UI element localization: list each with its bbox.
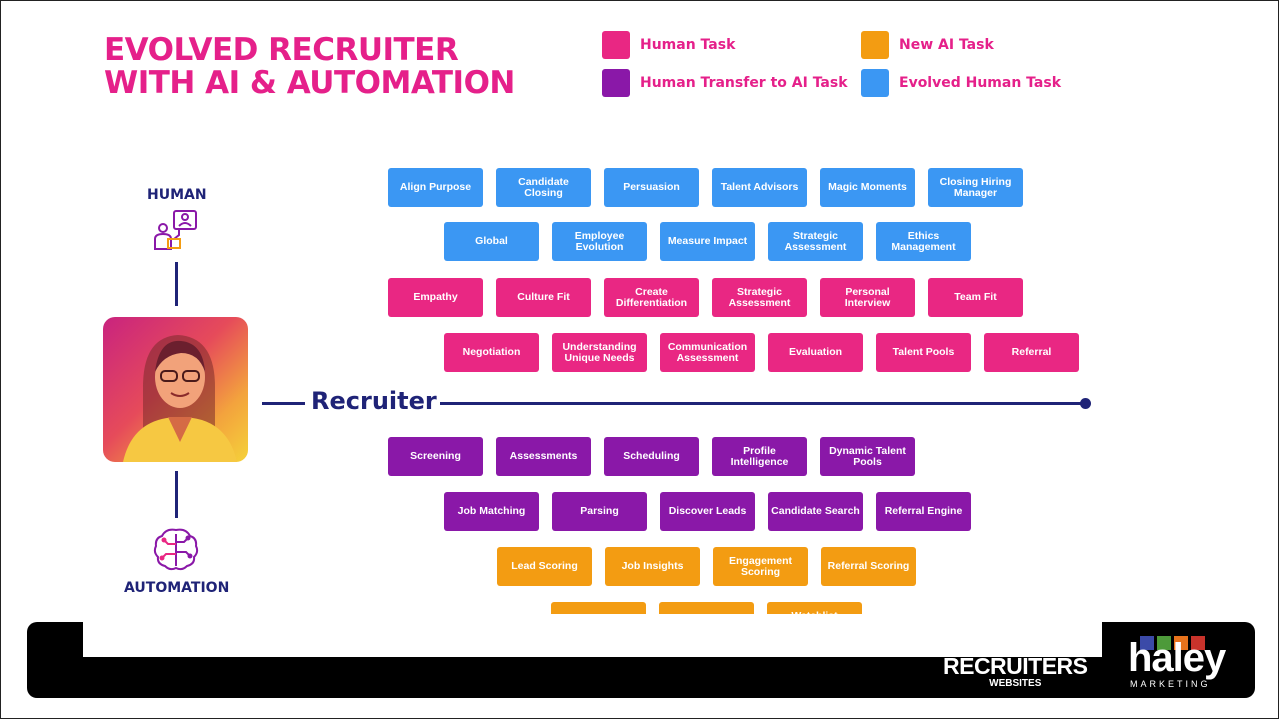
websites-logo-text: WEBSITES: [989, 678, 1042, 689]
task-human-personal-interview: Personal Interview: [820, 278, 915, 317]
legend-swatch-human-transfer: [602, 69, 630, 97]
task-transfer-discover-leads: Discover Leads: [660, 492, 755, 531]
recruiter-axis-right: [440, 402, 1086, 405]
task-evolved-strategic-assessment: Strategic Assessment: [768, 222, 863, 261]
haley-logo-word: haley: [1128, 636, 1226, 680]
human-label: HUMAN: [147, 187, 207, 203]
legend-swatch-evolved-human-task: [861, 69, 889, 97]
task-evolved-measure-impact: Measure Impact: [660, 222, 755, 261]
haley-logo-square-3: [1174, 636, 1188, 650]
automation-connector-line: [175, 471, 178, 518]
slide-title: EVOLVED RECRUITER WITH AI & AUTOMATION: [104, 34, 515, 100]
task-evolved-employee-evolution: Employee Evolution: [552, 222, 647, 261]
task-ai-referral-scoring: Referral Scoring: [821, 547, 916, 586]
legend-swatch-new-ai-task: [861, 31, 889, 59]
recruiter-portrait-image: [123, 335, 237, 462]
task-transfer-referral-engine: Referral Engine: [876, 492, 971, 531]
task-transfer-screening: Screening: [388, 437, 483, 476]
task-human-create-differentiation: Create Differentiation: [604, 278, 699, 317]
task-evolved-align-purpose: Align Purpose: [388, 168, 483, 207]
recruiter-photo: [103, 317, 248, 462]
task-human-referral: Referral: [984, 333, 1079, 372]
task-human-understanding-unique-needs: Understanding Unique Needs: [552, 333, 647, 372]
task-evolved-global: Global: [444, 222, 539, 261]
task-transfer-dynamic-talent-pools: Dynamic Talent Pools: [820, 437, 915, 476]
recruiter-label: Recruiter: [311, 387, 437, 415]
task-evolved-ethics-management: Ethics Management: [876, 222, 971, 261]
task-human-empathy: Empathy: [388, 278, 483, 317]
task-transfer-parsing: Parsing: [552, 492, 647, 531]
recruiters-logo-text: RECRUITERS: [943, 653, 1088, 679]
recruiter-axis-end-dot: [1080, 398, 1091, 409]
haley-logo-square-2: [1157, 636, 1171, 650]
human-connector-line: [175, 262, 178, 306]
human-at-computer-icon: [154, 210, 197, 250]
task-human-evaluation: Evaluation: [768, 333, 863, 372]
legend-label-new-ai-task: New AI Task: [899, 37, 994, 53]
task-transfer-job-matching: Job Matching: [444, 492, 539, 531]
automation-brain-circuit-icon: [153, 528, 199, 571]
task-ai-lead-scoring: Lead Scoring: [497, 547, 592, 586]
automation-label: AUTOMATION: [124, 580, 230, 596]
task-ai-engagement-scoring: Engagement Scoring: [713, 547, 808, 586]
task-transfer-scheduling: Scheduling: [604, 437, 699, 476]
legend-label-evolved-human-task: Evolved Human Task: [899, 75, 1062, 91]
title-line-1: EVOLVED RECRUITER: [104, 32, 459, 68]
legend-label-human-task: Human Task: [640, 37, 736, 53]
haley-logo-square-4: [1191, 636, 1205, 650]
task-human-communication-assessment: Communication Assessment: [660, 333, 755, 372]
title-line-2: WITH AI & AUTOMATION: [104, 65, 515, 101]
legend-swatch-human-task: [602, 31, 630, 59]
recruiters-websites-logo: RECRUITERS WEBSITES: [943, 654, 1088, 690]
haley-logo-square-1: [1140, 636, 1154, 650]
task-transfer-candidate-search: Candidate Search: [768, 492, 863, 531]
haley-logo-tagline: MARKETING: [1130, 679, 1211, 689]
task-evolved-talent-advisors: Talent Advisors: [712, 168, 807, 207]
task-evolved-magic-moments: Magic Moments: [820, 168, 915, 207]
task-evolved-candidate-closing: Candidate Closing: [496, 168, 591, 207]
task-human-culture-fit: Culture Fit: [496, 278, 591, 317]
task-evolved-closing-hiring-manager: Closing Hiring Manager: [928, 168, 1023, 207]
recruiter-axis-left: [262, 402, 305, 405]
task-evolved-persuasion: Persuasion: [604, 168, 699, 207]
task-ai-job-insights: Job Insights: [605, 547, 700, 586]
task-human-talent-pools: Talent Pools: [876, 333, 971, 372]
footer-notch: [83, 614, 1102, 657]
legend-label-human-transfer: Human Transfer to AI Task: [640, 75, 848, 91]
task-human-negotiation: Negotiation: [444, 333, 539, 372]
task-human-strategic-assessment: Strategic Assessment: [712, 278, 807, 317]
task-transfer-assessments: Assessments: [496, 437, 591, 476]
task-human-team-fit: Team Fit: [928, 278, 1023, 317]
task-transfer-profile-intelligence: Profile Intelligence: [712, 437, 807, 476]
